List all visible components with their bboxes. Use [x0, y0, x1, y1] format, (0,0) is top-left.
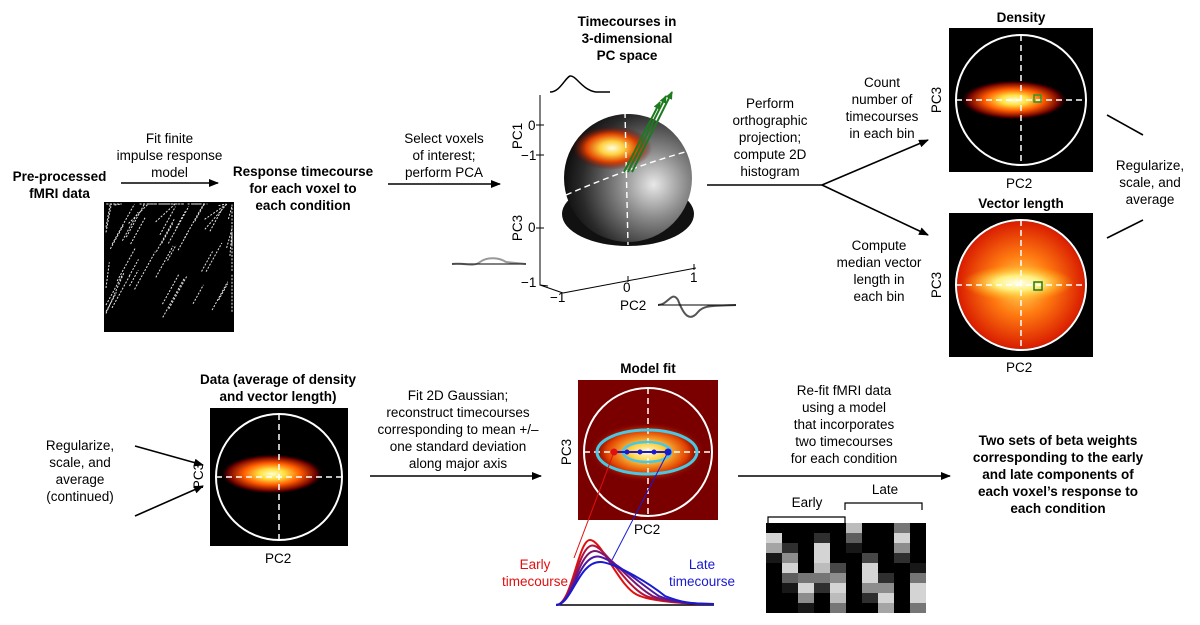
arrow-regularize-in-bottom — [134, 485, 204, 517]
average-data-panel — [210, 408, 348, 546]
pc-space-title: Timecourses in 3-dimensional PC space — [577, 14, 677, 63]
early-column-label: Early — [791, 495, 823, 510]
refit-step-label: Re-fit fMRI data using a model that inco… — [790, 383, 898, 466]
pc2-axis-label-3d: PC2 — [620, 298, 647, 313]
pca-step-label: Select voxels of interest; perform PCA — [404, 131, 484, 180]
arrow-vector-length — [821, 184, 929, 236]
model-fit-title: Model fit — [620, 361, 676, 376]
vector-length-panel — [949, 213, 1093, 357]
pc-space-plot — [451, 75, 737, 318]
median-step-label: Compute median vector length in each bin — [836, 238, 922, 304]
preprocessed-label: Pre-processed fMRI data — [12, 169, 107, 201]
data-pc2-label: PC2 — [265, 551, 292, 566]
beta-weights-result-label: Two sets of beta weights corresponding t… — [972, 433, 1144, 516]
pc1-axis-label: PC1 — [510, 122, 526, 150]
arrow-density — [821, 139, 929, 186]
pc2-timecourse-glyph — [657, 295, 737, 318]
regularize-continued-label: Regularize, scale, and average (continue… — [45, 438, 115, 504]
gaussian-step-label: Fit 2D Gaussian; reconstruct timecourses… — [377, 388, 539, 471]
model-pc2-label: PC2 — [634, 522, 661, 537]
late-timecourse-label: Late timecourse — [668, 557, 736, 589]
late-bracket — [844, 502, 923, 510]
vector-pc2-label: PC2 — [1006, 360, 1033, 375]
model-pc3-label: PC3 — [559, 438, 575, 466]
reconstructed-timecourses — [555, 538, 715, 606]
count-step-label: Count number of timecourses in each bin — [845, 75, 919, 141]
density-panel — [949, 28, 1093, 172]
line-regularize-bottom — [1106, 219, 1144, 239]
regularize-label: Regularize, scale, and average — [1115, 158, 1185, 207]
pc3-tick-0: 0 — [528, 220, 536, 235]
pc1-timecourse-glyph — [549, 75, 610, 93]
pc3-axis-label-3d: PC3 — [510, 214, 526, 242]
data-pc3-label: PC3 — [191, 462, 207, 490]
fmri-data-panel — [104, 202, 234, 332]
arrow-regularize-in-top — [134, 445, 204, 467]
pc2-tick-0: 0 — [623, 280, 631, 295]
projection-step-label: Perform orthographic projection; compute… — [732, 96, 808, 179]
vector-pc3-label: PC3 — [929, 271, 945, 299]
pc1-tick-neg1: −1 — [521, 148, 537, 163]
pc2-tick-neg1: −1 — [550, 290, 566, 305]
pc2-tick-1: 1 — [690, 270, 698, 285]
pc1-tick-0: 0 — [528, 118, 536, 133]
early-timecourse-label: Early timecourse — [501, 557, 569, 589]
line-regularize-top — [1106, 114, 1144, 136]
response-timecourse-label: Response timecourse for each voxel to ea… — [232, 164, 374, 213]
late-column-label: Late — [871, 482, 899, 497]
design-matrix — [766, 502, 926, 613]
density-pc2-label: PC2 — [1006, 176, 1033, 191]
vector-length-title: Vector length — [978, 196, 1064, 211]
density-pc3-label: PC3 — [929, 86, 945, 114]
early-bracket — [767, 516, 846, 524]
fir-step-label: Fit finite impulse response model — [116, 131, 223, 180]
pc3-tick-neg1: −1 — [521, 275, 537, 290]
model-fit-panel — [573, 380, 718, 561]
density-title: Density — [996, 10, 1046, 25]
data-average-title: Data (average of density and vector leng… — [199, 372, 357, 404]
